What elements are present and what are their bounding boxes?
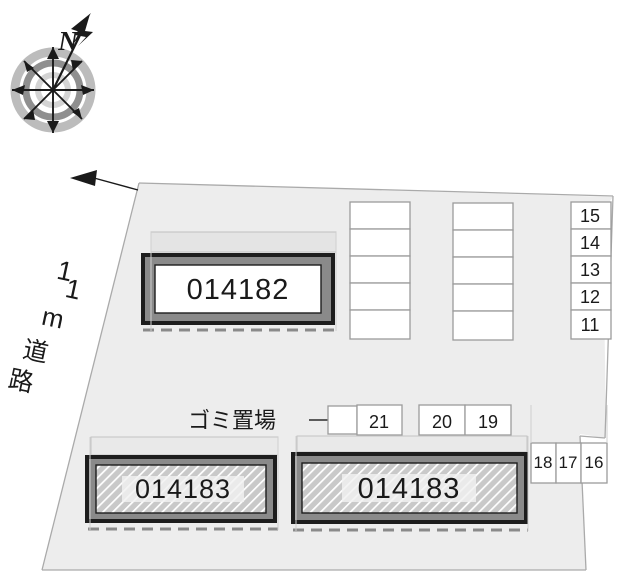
parking-stall[interactable] bbox=[349, 282, 411, 311]
parking-stall[interactable] bbox=[452, 310, 514, 341]
parking-stall[interactable] bbox=[349, 309, 411, 340]
building-014183-right-label-plate bbox=[342, 474, 476, 502]
parking-stall[interactable] bbox=[452, 202, 514, 231]
building-014182-label: 014182 bbox=[187, 274, 290, 306]
parking-stall[interactable] bbox=[349, 255, 411, 284]
parking-stall-19[interactable] bbox=[464, 404, 512, 436]
parking-label-20: 20 bbox=[432, 412, 452, 432]
parking-column-a[interactable] bbox=[349, 201, 411, 340]
parking-stall[interactable] bbox=[452, 229, 514, 258]
parking-stall[interactable] bbox=[452, 283, 514, 312]
parking-stall-13[interactable] bbox=[570, 255, 612, 284]
parking-label-11: 11 bbox=[581, 315, 600, 335]
parking-column-b[interactable] bbox=[452, 202, 514, 341]
parking-label-14: 14 bbox=[580, 233, 600, 253]
road-label-char-4: 路 bbox=[6, 364, 36, 398]
parking-stall-21[interactable] bbox=[356, 404, 403, 436]
parking-label-12: 12 bbox=[580, 287, 600, 307]
compass-spoke-tips bbox=[12, 47, 94, 133]
parking-row-181716[interactable]: 18 17 16 bbox=[530, 442, 608, 484]
parking-label-18: 18 bbox=[534, 453, 553, 472]
building-014182-body bbox=[154, 264, 322, 314]
parking-label-15: 15 bbox=[580, 206, 600, 226]
parking-stall-11[interactable] bbox=[570, 309, 612, 340]
compass-rose: N bbox=[10, 13, 96, 133]
road-label-char-1: 1 bbox=[63, 273, 84, 305]
compass-north-label: N bbox=[57, 26, 79, 56]
parking-stall-15[interactable] bbox=[570, 201, 612, 230]
parking-stall[interactable] bbox=[349, 228, 411, 257]
gomi-area-row[interactable]: ゴミ置場 21 20 19 bbox=[188, 404, 512, 436]
west-road-label: 1 1 m 道 路 bbox=[6, 255, 84, 398]
building-014183-left[interactable]: 014183 bbox=[85, 436, 279, 531]
parking-stall[interactable] bbox=[452, 256, 514, 285]
compass-north-needle bbox=[52, 13, 93, 91]
parking-stall[interactable] bbox=[349, 201, 411, 230]
building-014183-right[interactable]: 014183 bbox=[291, 435, 528, 532]
parking-stall-20[interactable] bbox=[418, 404, 466, 436]
parking-label-13: 13 bbox=[580, 260, 600, 280]
building-014182[interactable]: 014182 bbox=[141, 231, 337, 332]
parking-stall-12[interactable] bbox=[570, 282, 612, 311]
parking-label-21: 21 bbox=[369, 412, 389, 432]
parking-stall-18[interactable] bbox=[530, 442, 557, 484]
building-014183-left-label: 014183 bbox=[135, 474, 231, 504]
building-014183-left-eave bbox=[90, 436, 279, 456]
parcel-internal-guides bbox=[89, 232, 608, 531]
building-014183-left-label-plate bbox=[122, 476, 244, 502]
building-014183-right-eave bbox=[296, 435, 528, 453]
road-label-char-0: 1 bbox=[54, 255, 75, 287]
gomi-stall-box[interactable] bbox=[327, 405, 358, 435]
parking-label-17: 17 bbox=[559, 453, 578, 472]
parking-column-c[interactable]: 15 14 13 12 11 bbox=[570, 201, 612, 340]
gomi-label: ゴミ置場 bbox=[188, 409, 276, 434]
road-label-char-3: 道 bbox=[20, 335, 50, 369]
building-014182-eave bbox=[150, 231, 337, 253]
parking-label-16: 16 bbox=[585, 453, 604, 472]
building-014183-right-label: 014183 bbox=[358, 473, 461, 505]
entrance-arrow-head bbox=[70, 170, 97, 186]
site-entrance-arrow bbox=[70, 170, 139, 191]
parking-stall-14[interactable] bbox=[570, 228, 612, 257]
parking-stall-16[interactable] bbox=[580, 442, 608, 484]
parking-label-19: 19 bbox=[478, 412, 498, 432]
site-parcel-outline bbox=[41, 182, 614, 571]
